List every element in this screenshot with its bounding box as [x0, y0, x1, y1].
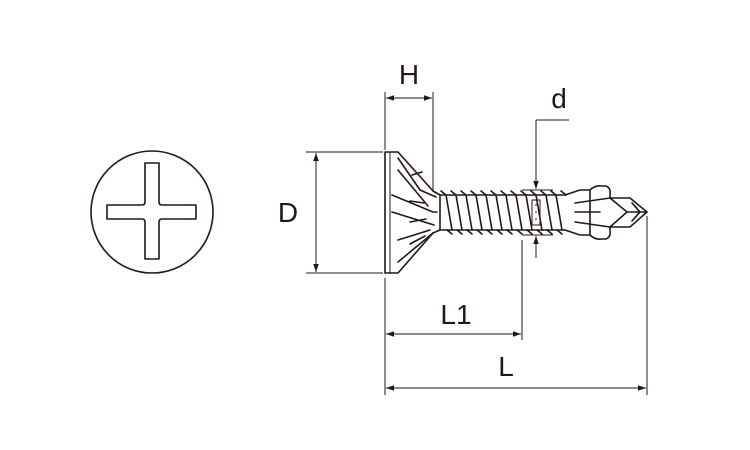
- drill-point-tip: [564, 185, 648, 240]
- dimension-thread-diameter: d: [522, 83, 569, 258]
- phillips-cross-recess-icon: [106, 162, 197, 260]
- phillips-head-top-view: [90, 150, 214, 274]
- dimension-head-height: H: [384, 59, 434, 190]
- dimension-label-l1: L1: [440, 299, 471, 330]
- dimension-total-length: L: [386, 216, 648, 395]
- dimension-label-d-lower: d: [551, 83, 567, 114]
- screw-side-view: [384, 151, 648, 274]
- threaded-shank: [439, 190, 567, 235]
- dimension-thread-length: L1: [384, 240, 523, 395]
- dimension-label-d-upper: D: [278, 197, 298, 228]
- head-outline-circle: [90, 150, 214, 274]
- dimension-label-h: H: [399, 59, 419, 90]
- head-ribs: [391, 157, 438, 263]
- dimension-label-l: L: [498, 351, 514, 382]
- dimension-head-diameter: D: [278, 151, 383, 274]
